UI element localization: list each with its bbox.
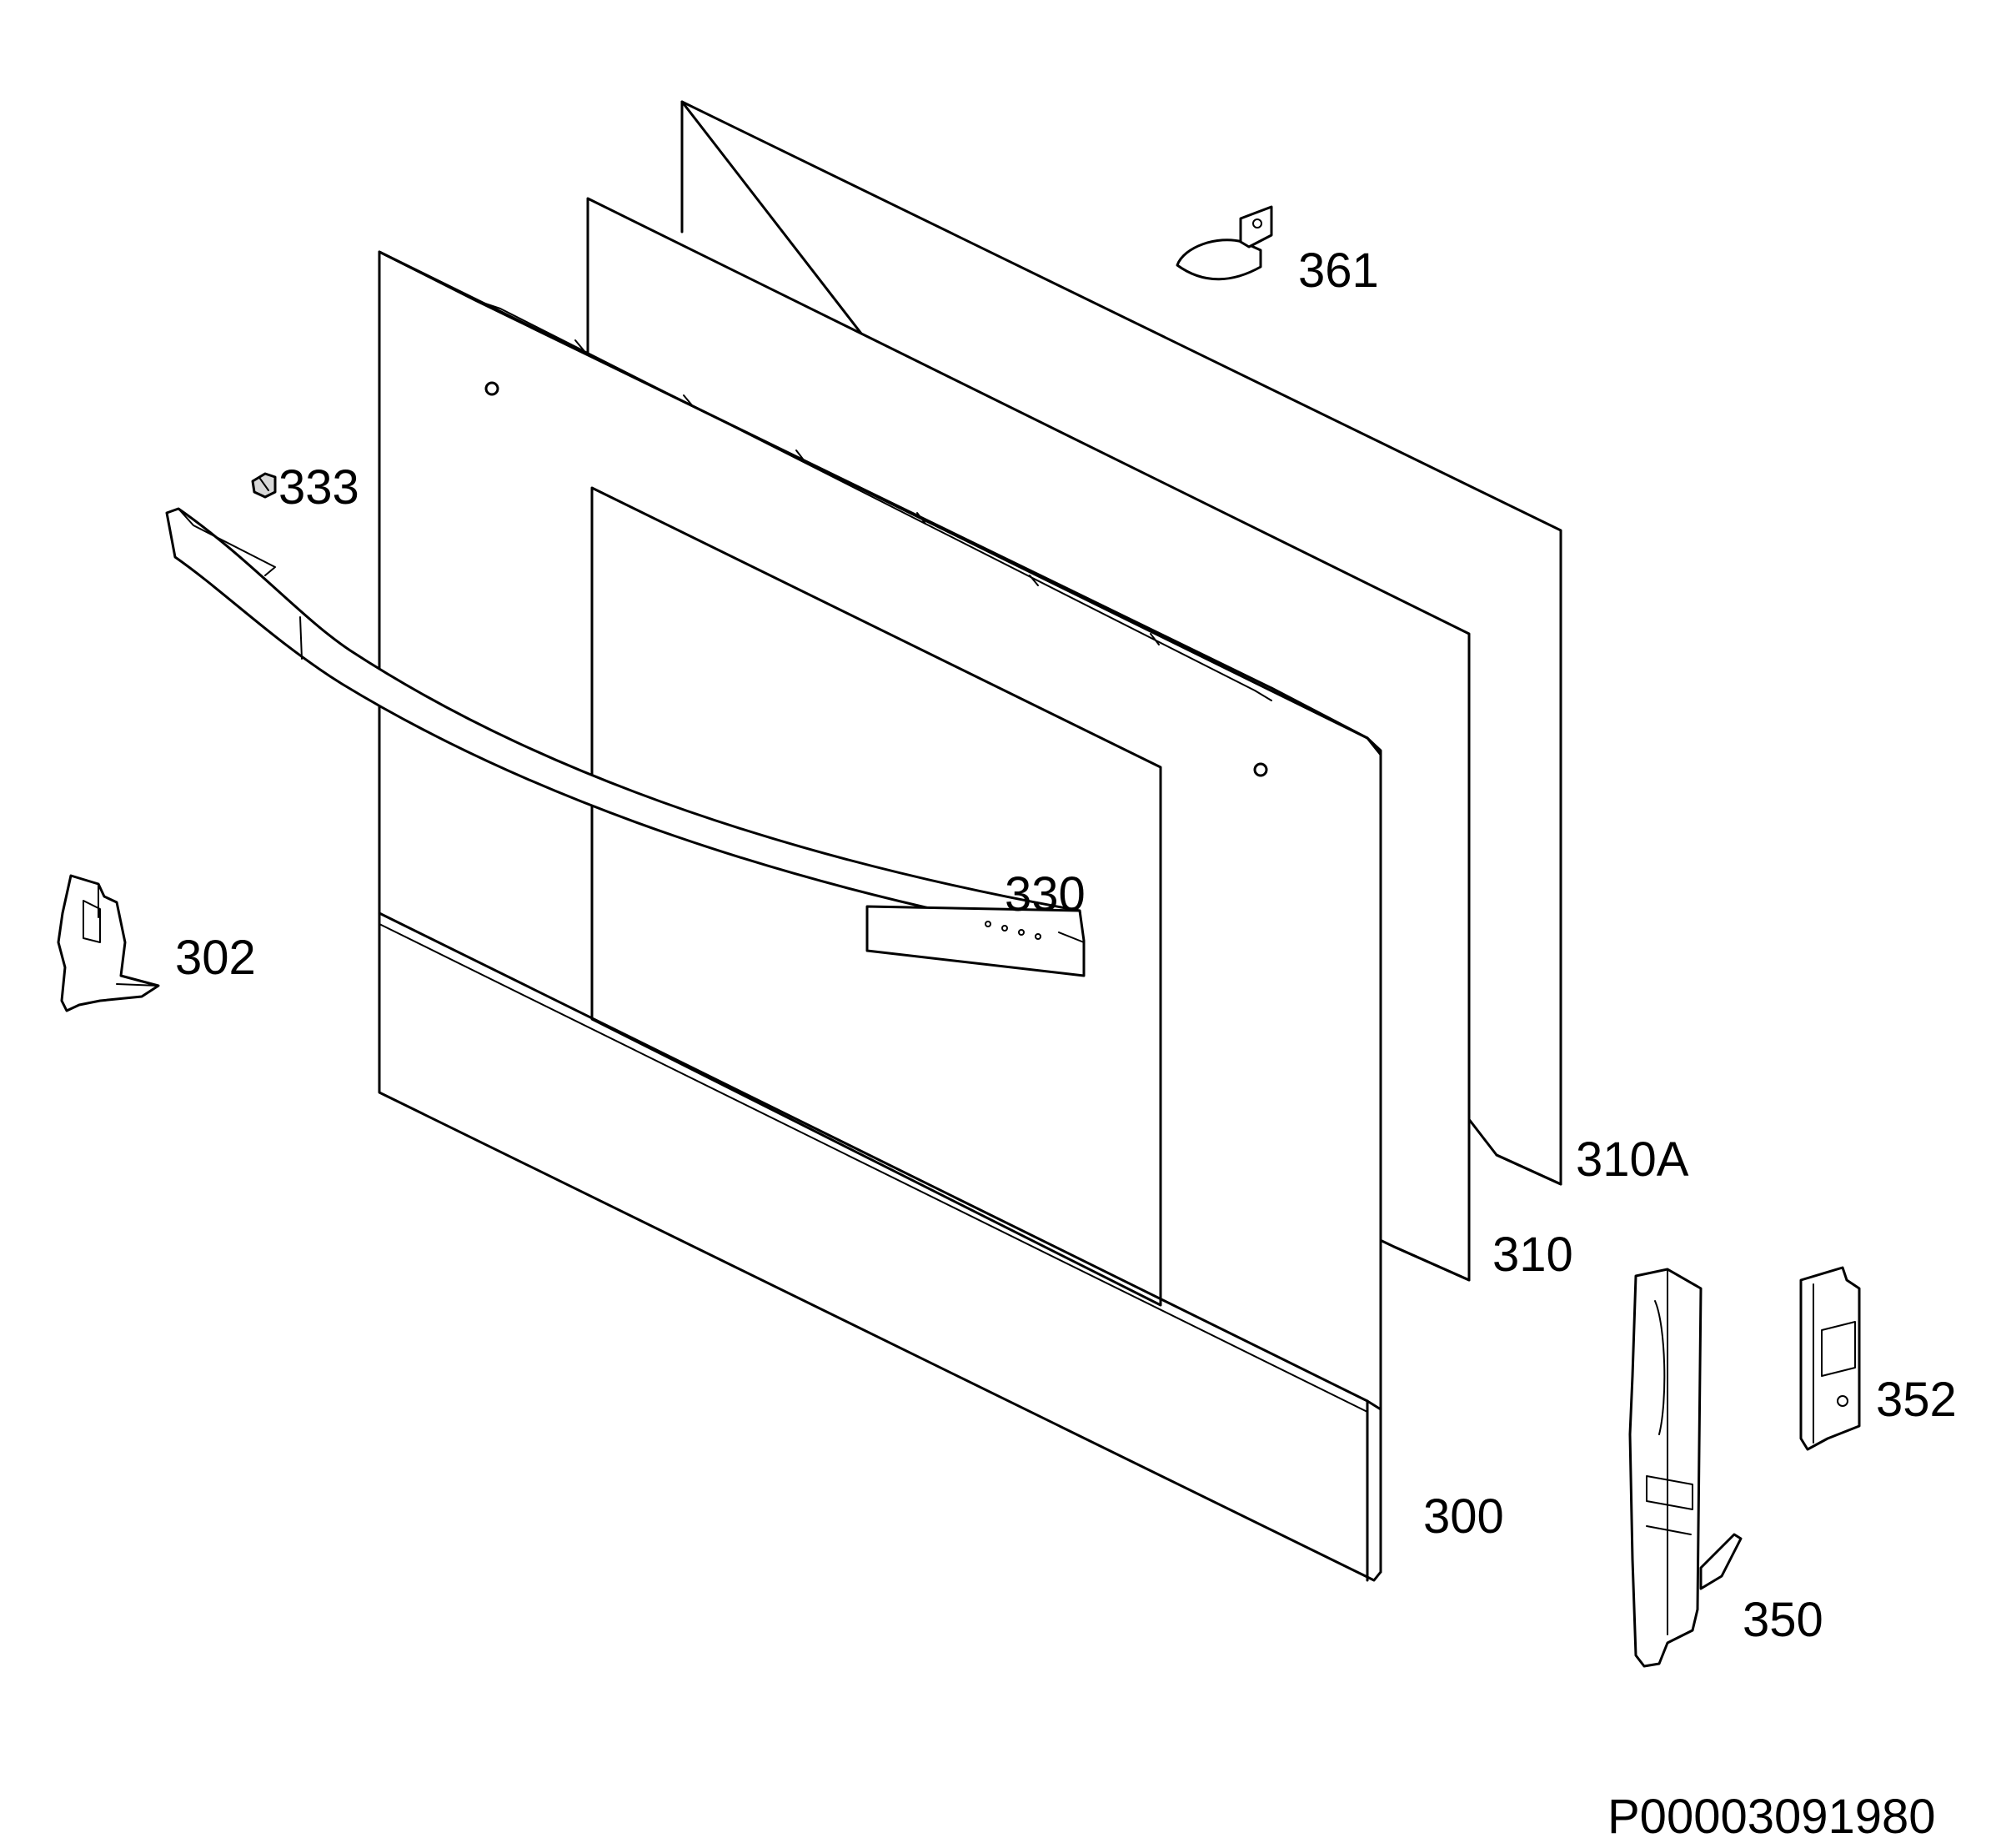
hinge-bracket-302 xyxy=(57,874,160,1012)
top-trim-clips xyxy=(574,339,1160,645)
glass-clip-361 xyxy=(1176,205,1273,281)
label-352: 352 xyxy=(1876,1373,1957,1427)
screw-hole-right xyxy=(1253,762,1268,777)
drawing-code: P00003091980 xyxy=(1607,1790,1936,1844)
label-300: 300 xyxy=(1423,1489,1504,1544)
label-310A: 310A xyxy=(1576,1132,1689,1187)
hinge-350 xyxy=(1628,1268,1743,1668)
label-333: 333 xyxy=(278,460,359,515)
leader-lines xyxy=(1392,1153,1562,1282)
door-handle-330 xyxy=(165,507,1086,977)
label-361: 361 xyxy=(1298,244,1379,298)
hinge-receiver-352 xyxy=(1799,1266,1861,1451)
label-350: 350 xyxy=(1743,1593,1823,1647)
screw-333 xyxy=(251,472,277,499)
label-302: 302 xyxy=(175,931,256,985)
label-330: 330 xyxy=(1005,867,1086,921)
screw-hole-left xyxy=(484,381,499,396)
label-310: 310 xyxy=(1492,1228,1573,1282)
